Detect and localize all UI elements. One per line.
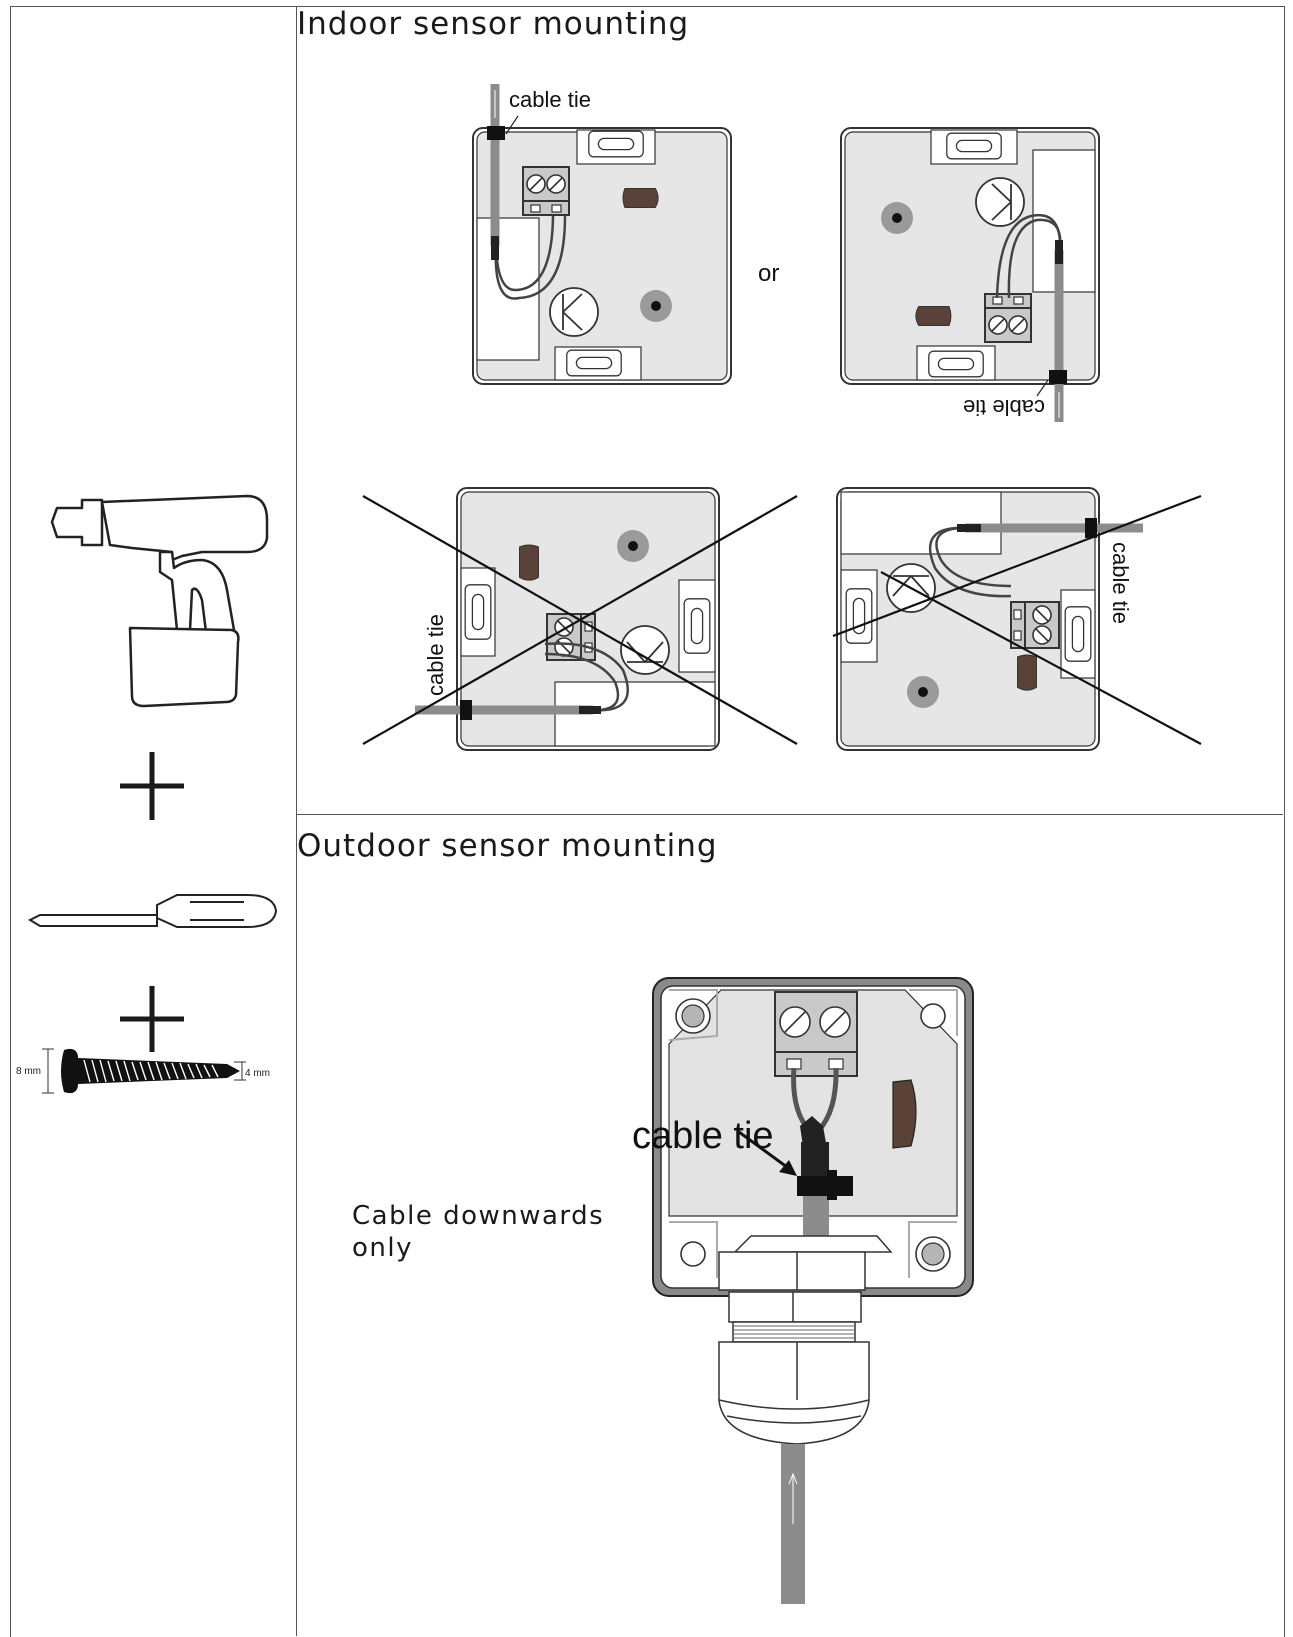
cable-tie-label-vertical: cable tie bbox=[423, 614, 448, 696]
or-label: or bbox=[758, 260, 779, 287]
outdoor-diagram: cable tie bbox=[632, 977, 974, 1604]
outer-border bbox=[10, 6, 1285, 1637]
outdoor-cable-tie-label: cable tie bbox=[632, 1115, 774, 1157]
tools-column: 8 mm 4 mm bbox=[16, 494, 278, 1094]
indoor-box-correct-1: cable tie bbox=[472, 84, 732, 385]
plus-icon bbox=[120, 752, 184, 820]
cable-direction-note: Cable downwards only bbox=[352, 1200, 604, 1264]
cable-tie-label: cable tie bbox=[509, 87, 591, 112]
section-divider bbox=[296, 814, 1283, 815]
indoor-box-correct-2: cable tie bbox=[840, 127, 1100, 422]
indoor-box-wrong-1: cable tie bbox=[362, 487, 798, 751]
screw-tip-size-label: 4 mm bbox=[245, 1068, 270, 1079]
screw-icon: 8 mm 4 mm bbox=[16, 1048, 270, 1094]
screw-head-size-label: 8 mm bbox=[16, 1066, 41, 1077]
drill-icon bbox=[50, 494, 269, 708]
note-line-1: Cable downwards bbox=[352, 1201, 605, 1231]
indoor-diagrams: cable tie or cable tie bbox=[362, 84, 1202, 751]
cable-tie-label-vertical-right: cable tie bbox=[1108, 542, 1133, 624]
plus-icon bbox=[120, 986, 184, 1052]
outdoor-section-title: Outdoor sensor mounting bbox=[297, 828, 718, 864]
column-divider bbox=[296, 6, 297, 1636]
outdoor-enclosure bbox=[652, 977, 974, 1297]
indoor-box-wrong-2: cable tie bbox=[832, 487, 1202, 751]
indoor-section-title: Indoor sensor mounting bbox=[297, 6, 690, 42]
cable-gland bbox=[718, 1235, 893, 1604]
note-line-2: only bbox=[352, 1233, 413, 1263]
screwdriver-icon bbox=[27, 894, 278, 928]
cable-tie-label-rotated: cable tie bbox=[963, 395, 1045, 420]
